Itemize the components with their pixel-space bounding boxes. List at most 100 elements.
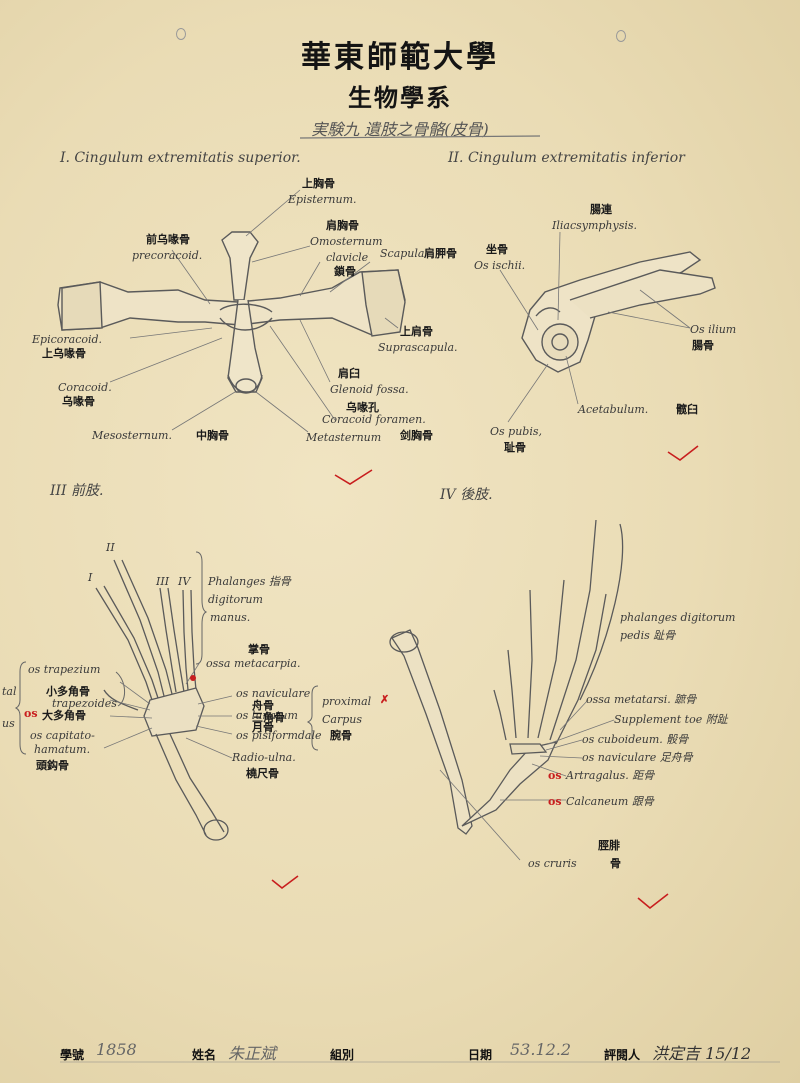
section-forelimb: III 前肢. — [50, 483, 104, 499]
label-iliac-cn: 腸連 — [590, 203, 612, 216]
label-os-red: os — [24, 707, 38, 720]
label-big-multi-cn: 大多角骨 — [42, 709, 86, 722]
label-astragalus: Artragalus. 距骨 — [566, 769, 655, 782]
label-clavicle: clavicle — [326, 251, 369, 264]
forelimb-brackets — [14, 551, 319, 755]
red-checkmark-2 — [667, 445, 699, 461]
label-epicoracoid: Epicoracoid. — [32, 333, 103, 346]
label-capitatum-cn: 頭鈎骨 — [36, 759, 69, 772]
label-lunatum-cn: 月骨 — [252, 721, 274, 734]
label-edge-tal: tal — [2, 685, 17, 698]
label-episternum-cn: 上胸骨 — [302, 177, 335, 190]
title-underline — [299, 135, 541, 139]
label-astragalus-red: os — [548, 769, 562, 782]
forelimb-leader-lines — [103, 661, 233, 759]
label-phalanges-pedis-1: phalanges digitorum — [620, 611, 736, 624]
label-trapezium: os trapezium — [28, 663, 101, 676]
label-iliac: Iliacsymphysis. — [552, 219, 638, 232]
label-scapula: Scapula — [380, 247, 425, 260]
label-pisiformdale: os pisiformdale — [236, 729, 322, 742]
label-ilium: Os ilium — [690, 323, 737, 336]
label-pubis: Os pubis, — [490, 425, 542, 438]
label-digit-ii: II — [106, 541, 115, 554]
footer-value-name: 朱正斌 — [228, 1044, 277, 1063]
label-cuboideum: os cuboideum. 骰骨 — [582, 733, 689, 746]
label-pubis-cn: 耻骨 — [504, 441, 526, 454]
label-scapula-cn: 肩胛骨 — [424, 247, 457, 260]
label-cruris-cn: 脛腓 — [598, 839, 620, 852]
label-radio-ulna-cn: 橈尺骨 — [246, 767, 279, 780]
punch-hole-left — [176, 28, 186, 40]
label-phalanges-manus-1: Phalanges 指骨 — [208, 575, 291, 588]
label-acetabulum-cn: 髋臼 — [676, 403, 698, 416]
section-pectoral-girdle: I. Cingulum extremitatis superior. — [60, 150, 301, 166]
label-episternum: Episternum. — [288, 193, 357, 206]
label-supplement-toe: Supplement toe 附趾 — [614, 713, 728, 726]
label-naviculare: os naviculare — [236, 687, 311, 700]
department-title: 生物學系 — [348, 83, 452, 112]
label-omosternum-cn: 肩胸骨 — [326, 219, 359, 232]
hindlimb-drawing — [389, 519, 624, 835]
footer-value-grader: 洪定吉 15/12 — [652, 1044, 752, 1063]
label-mesosternum: Mesosternum. — [92, 429, 172, 442]
label-ischii: Os ischii. — [474, 259, 526, 272]
footer-value-student-id: 1858 — [96, 1040, 137, 1059]
label-suprascapula: Suprascapula. — [378, 341, 458, 354]
label-metacarpia-cn: 掌骨 — [248, 643, 270, 656]
label-coracoid-foramen-cn: 乌喙孔 — [346, 401, 379, 414]
section-hindlimb: IV 後肢. — [440, 487, 493, 503]
footer-label-date: 日期 — [468, 1048, 493, 1062]
label-phalanges-pedis-2: pedis 趾骨 — [620, 629, 676, 642]
label-coracoid-cn: 乌喙骨 — [62, 395, 95, 408]
label-triquetrum-cn: 三角骨 — [252, 711, 285, 724]
punch-hole-right — [616, 30, 626, 42]
label-naviculare-cn: 舟骨 — [252, 699, 274, 712]
label-capitatum: os capitato- — [30, 729, 95, 742]
label-epicoracoid-cn: 上乌喙骨 — [42, 347, 86, 360]
red-checkmark-4 — [637, 893, 669, 910]
label-metatarsi: ossa metatarsi. 蹠骨 — [586, 693, 697, 706]
pelvic-girdle-drawing — [521, 251, 716, 373]
footer-label-student-id: 學號 — [60, 1048, 85, 1062]
footer-label-name: 姓名 — [192, 1048, 217, 1062]
label-coracoid: Coracoid. — [58, 381, 112, 394]
red-checkmark-1 — [334, 469, 373, 485]
label-digit-iv: IV — [178, 575, 191, 588]
label-cruris-cn2: 骨 — [610, 857, 621, 870]
label-metacarpia: ossa metacarpia. — [206, 657, 301, 670]
label-carpus: Carpus — [322, 713, 363, 726]
label-coracoid-foramen: Coracoid foramen. — [322, 413, 426, 426]
red-mark-dot — [190, 675, 196, 681]
label-carpus-cn: 腕骨 — [330, 729, 352, 742]
label-radio-ulna: Radio-ulna. — [232, 751, 296, 764]
label-edge-us: us — [2, 717, 15, 730]
label-trapezoides-cn: 小多角骨 — [46, 685, 90, 698]
pelvic-leader-lines — [499, 231, 691, 423]
university-title: 華東師範大學 — [301, 40, 499, 75]
label-glenoid: Glenoid fossa. — [330, 383, 409, 396]
experiment-title: 実験九 遺肢之骨骼(皮骨) — [311, 120, 489, 139]
label-precoracoid: precoracoid. — [132, 249, 203, 262]
label-suprascapula-cn: 上肩骨 — [400, 325, 433, 338]
label-phalanges-manus-3: manus. — [210, 611, 251, 624]
pectoral-leader-lines — [109, 189, 399, 433]
document-footer: 學號 1858 姓名 朱正斌 組別 日期 53.12.2 評閱人 洪定吉 15/… — [0, 1040, 800, 1070]
pectoral-girdle-drawing — [57, 231, 406, 394]
red-checkmark-3 — [271, 875, 299, 890]
label-calcaneum-red: os — [548, 795, 562, 808]
footer-label-group: 組別 — [330, 1048, 355, 1062]
label-omosternum: Omosternum — [310, 235, 383, 248]
label-phalanges-manus-2: digitorum — [208, 593, 263, 606]
label-ischii-cn: 坐骨 — [486, 243, 508, 256]
label-red-x: ✗ — [380, 693, 390, 706]
section-pelvic-girdle: II. Cingulum extremitatis inferior — [448, 150, 685, 166]
footer-value-date: 53.12.2 — [510, 1040, 572, 1059]
label-digit-iii: III — [156, 575, 170, 588]
label-precoracoid-cn: 前乌喙骨 — [146, 233, 190, 246]
label-lunatum: os lunatum — [236, 709, 298, 722]
label-cruris: os cruris — [528, 857, 577, 870]
label-mesosternum-cn: 中胸骨 — [196, 429, 229, 442]
label-ilium-cn: 腸骨 — [692, 339, 714, 352]
